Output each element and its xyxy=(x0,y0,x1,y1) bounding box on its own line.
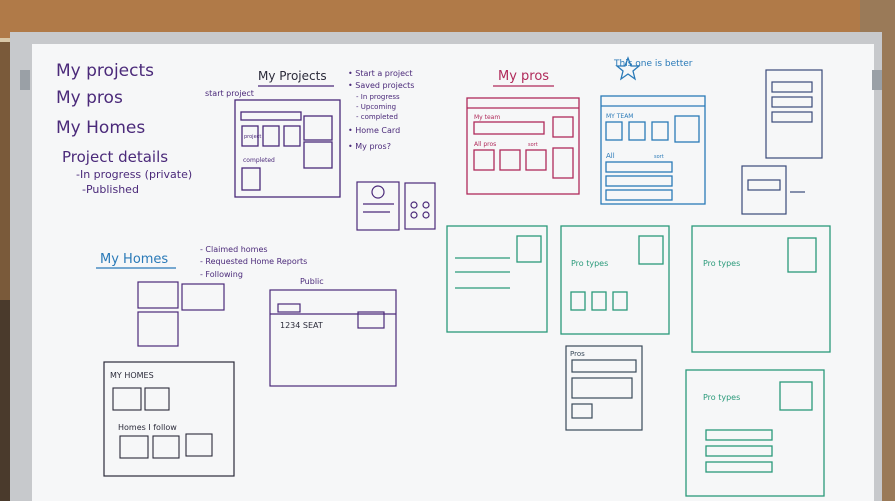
my-homes-sketch: My Homes - Claimed homes - Requested Hom… xyxy=(96,245,397,387)
wireframe-frame xyxy=(234,99,341,198)
my-homes-bottom-sketch: MY HOMES Homes I follow xyxy=(103,361,235,477)
board-clip-left xyxy=(20,70,30,90)
pros-sketch-grey xyxy=(565,345,643,431)
wireframe-frame xyxy=(560,225,670,335)
project-card xyxy=(262,125,280,147)
sketch-title: MY HOMES xyxy=(110,371,154,380)
team-card xyxy=(552,116,574,138)
list-item: -In progress (private) xyxy=(76,168,192,181)
note-item: • My pros? xyxy=(348,142,391,151)
note-item: - completed xyxy=(356,113,398,121)
project-card xyxy=(241,125,259,147)
note-item: • Start a project xyxy=(348,69,413,78)
sort-label: sort xyxy=(528,142,538,148)
sort-label: sort xyxy=(654,154,664,160)
wireframe-bar xyxy=(240,111,302,121)
sketch-title: My pros xyxy=(498,69,549,84)
note-item: - Upcoming xyxy=(356,103,396,111)
phone-sketch xyxy=(765,69,823,159)
pros-label: Pros xyxy=(570,350,585,358)
completed-label: completed xyxy=(243,157,275,164)
homes-item: - Following xyxy=(200,270,243,279)
list-item: -Published xyxy=(82,183,139,196)
list-item: My Homes xyxy=(56,118,145,138)
card-label: project xyxy=(244,134,261,140)
homes-follow-label: Homes I follow xyxy=(118,423,177,432)
about-card xyxy=(303,141,333,169)
sketch-title: My Homes xyxy=(100,252,168,267)
phone-sketch xyxy=(741,165,787,215)
note-item: • Saved projects xyxy=(348,81,414,90)
my-team-label: MY TEAM xyxy=(606,113,634,120)
star-icon xyxy=(615,56,641,81)
start-project-label: start project xyxy=(205,89,254,98)
home-card xyxy=(303,115,333,141)
project-card xyxy=(283,125,301,147)
wireframe-frame xyxy=(685,369,825,497)
pro-types-label: Pro types xyxy=(703,393,740,402)
completed-card xyxy=(241,167,261,191)
teal-sketches xyxy=(446,225,831,497)
wireframe-frame xyxy=(691,225,831,353)
phone-sketches xyxy=(741,69,823,215)
my-projects-sketch: My Projects start project project comple… xyxy=(205,69,341,198)
wireframe-frame xyxy=(565,345,643,431)
list-item: My projects xyxy=(56,61,154,81)
wireframe-frame xyxy=(466,97,580,195)
list-item: Project details xyxy=(62,148,168,166)
better-note: This one is better xyxy=(613,59,693,69)
wireframe-frame xyxy=(600,95,706,205)
pro-types-label: Pro types xyxy=(571,259,608,268)
project-notes: • Start a project • Saved projects - In … xyxy=(348,69,414,151)
better-sketch: This one is better MY TEAM All sort xyxy=(600,56,706,205)
note-item: - In progress xyxy=(356,93,400,101)
whiteboard-surface xyxy=(32,44,874,501)
home-card-sketches xyxy=(356,181,436,231)
homes-item: - Requested Home Reports xyxy=(200,257,307,266)
sketch-title: My Projects xyxy=(258,69,327,83)
address-label: 1234 SEAT xyxy=(280,321,323,330)
all-label: All xyxy=(606,152,615,160)
public-label: Public xyxy=(300,277,324,286)
homes-item: - Claimed homes xyxy=(200,245,268,254)
all-pros-label: All pros xyxy=(474,141,496,148)
list-item: My pros xyxy=(56,88,123,108)
public-page-sketch xyxy=(269,289,397,387)
wireframe-frame xyxy=(446,225,548,333)
pro-card-sketch xyxy=(404,182,436,230)
note-item: • Home Card xyxy=(348,126,400,135)
top-left-list: My projects My pros My Homes Project det… xyxy=(56,61,192,196)
my-team-label: My team xyxy=(474,114,500,121)
home-card-sketch xyxy=(356,181,400,231)
my-pros-sketch: My pros My team All pros sort xyxy=(466,69,580,195)
avatar-sketch xyxy=(371,185,385,199)
board-clip-right xyxy=(872,70,882,90)
pro-types-label: Pro types xyxy=(703,259,740,268)
team-strip xyxy=(473,121,545,135)
